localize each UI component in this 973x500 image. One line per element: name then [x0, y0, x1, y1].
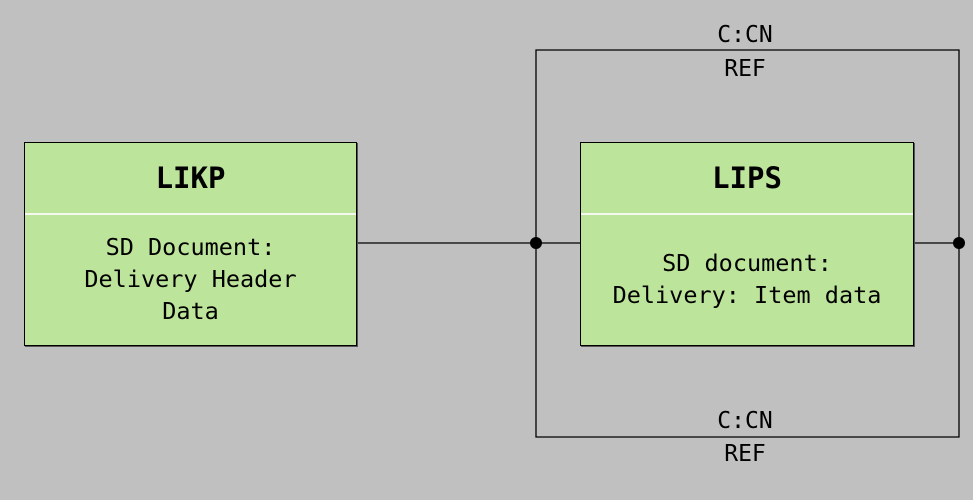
top-relation-cardinality: C:CN	[717, 22, 773, 48]
entity-likp[interactable]: LIKP SD Document: Delivery Header Data	[24, 142, 357, 346]
bottom-relation-type: REF	[724, 441, 766, 467]
entity-lips[interactable]: LIPS SD document: Delivery: Item data	[580, 142, 914, 346]
bottom-relation-loop	[535, 243, 960, 438]
entity-lips-description: SD document: Delivery: Item data	[612, 249, 882, 309]
top-relation-loop	[535, 49, 960, 243]
bottom-relation-cardinality: C:CN	[717, 408, 773, 434]
entity-likp-name: LIKP	[25, 143, 356, 215]
entity-likp-description: SD Document: Delivery Header Data	[84, 233, 297, 325]
right-junction-dot	[953, 237, 965, 249]
top-relation-type: REF	[724, 56, 766, 82]
entity-lips-name: LIPS	[581, 143, 913, 215]
left-junction-dot	[530, 237, 542, 249]
